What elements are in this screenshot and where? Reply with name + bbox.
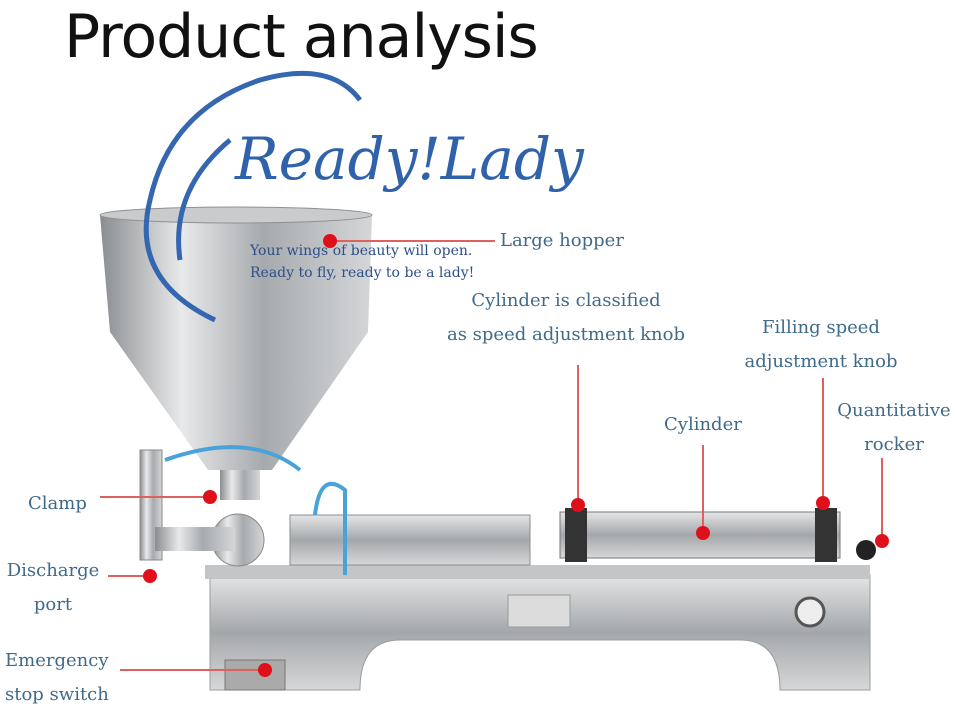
label-quantitative-rocker-2: rocker xyxy=(864,434,924,455)
marker-clamp xyxy=(203,490,217,504)
label-quantitative-rocker: Quantitative rocker xyxy=(833,394,955,462)
marker-cylinder xyxy=(696,526,710,540)
label-discharge-port-2: port xyxy=(33,594,73,615)
marker-discharge xyxy=(143,569,157,583)
leader-lines xyxy=(100,240,883,671)
marker-filling-speed xyxy=(816,496,830,510)
label-emergency-stop-2: stop switch xyxy=(5,684,109,705)
watermark-tagline-2: Ready to fly, ready to be a lady! xyxy=(250,265,475,281)
watermark-swirl xyxy=(143,70,362,323)
marker-hopper xyxy=(323,234,337,248)
label-cylinder-speed-1: Cylinder is classified xyxy=(471,290,661,311)
label-filling-speed-2: adjustment knob xyxy=(744,351,898,372)
label-cylinder-speed-2: as speed adjustment knob xyxy=(446,324,686,345)
watermark-name: Ready!Lady xyxy=(235,125,584,193)
marker-rocker xyxy=(875,534,889,548)
label-filling-speed: Filling speed adjustment knob xyxy=(738,311,904,379)
watermark-tagline-1: Your wings of beauty will open. xyxy=(250,243,473,259)
label-discharge-port-1: Discharge xyxy=(6,560,100,581)
label-emergency-stop-1: Emergency xyxy=(5,650,109,671)
marker-cylinder-speed xyxy=(571,498,585,512)
label-quantitative-rocker-1: Quantitative xyxy=(837,400,951,421)
label-large-hopper: Large hopper xyxy=(500,230,624,251)
label-emergency-stop: Emergency stop switch xyxy=(5,644,109,712)
hopper xyxy=(99,206,373,500)
label-filling-speed-1: Filling speed xyxy=(762,317,880,338)
marker-estop xyxy=(258,663,272,677)
label-cylinder: Cylinder xyxy=(664,414,742,435)
label-cylinder-speed: Cylinder is classified as speed adjustme… xyxy=(440,284,692,352)
machine-body xyxy=(139,445,876,691)
markers xyxy=(143,234,889,677)
label-clamp: Clamp xyxy=(28,493,87,514)
page-title: Product analysis xyxy=(64,2,539,72)
watermark-tagline: Your wings of beauty will open. Ready to… xyxy=(250,240,474,284)
label-discharge-port: Discharge port xyxy=(4,554,102,622)
